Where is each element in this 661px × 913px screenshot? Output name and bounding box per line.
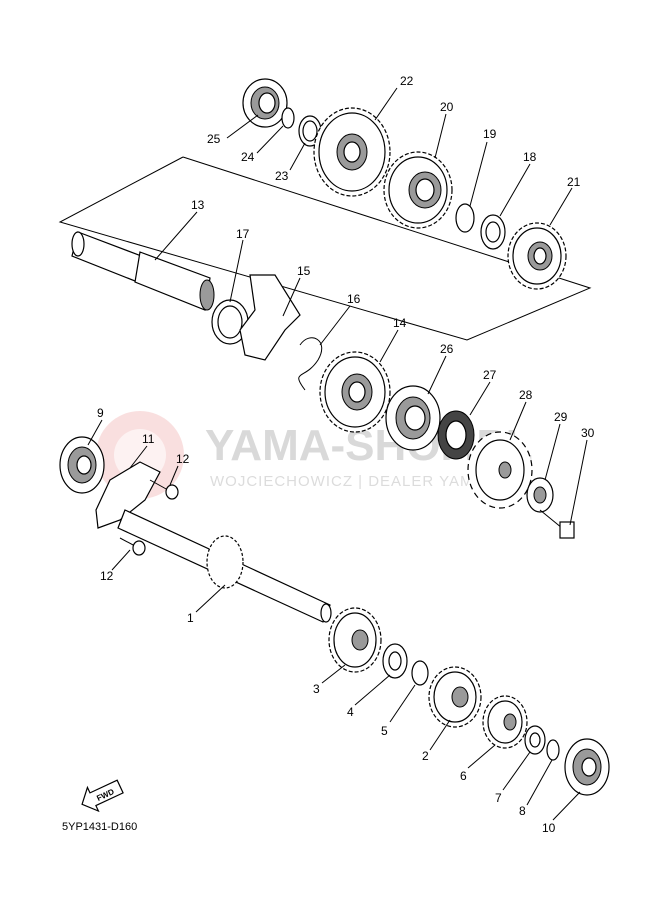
callout-14: 14: [393, 316, 407, 330]
callout-18: 18: [523, 150, 537, 164]
callout-6: 6: [460, 769, 467, 783]
part-3-gear: [328, 607, 382, 673]
callout-26: 26: [440, 342, 454, 356]
callout-30: 30: [581, 426, 595, 440]
callout-25: 25: [207, 132, 221, 146]
callout-22: 22: [400, 74, 414, 88]
callout-9: 9: [97, 406, 104, 420]
part-25-bearing: [242, 78, 288, 128]
part-4-washer: [382, 643, 408, 679]
callout-16: 16: [347, 292, 361, 306]
part-6-gear: [482, 695, 528, 749]
callout-21: 21: [567, 175, 581, 189]
diagram-code: 5YP1431-D160: [62, 821, 137, 833]
part-21-gear: [507, 222, 567, 290]
callout-11: 11: [142, 432, 155, 446]
leader-lines: [87, 87, 588, 821]
part-12-screw-upper: [149, 479, 179, 500]
part-12-screw-lower: [119, 537, 146, 556]
part-29-lock-washer: [526, 477, 554, 513]
callout-5: 5: [381, 724, 388, 738]
part-9-bearing: [59, 436, 105, 494]
part-13-drive-axle: [71, 231, 215, 311]
part-17-washer: [211, 299, 249, 345]
callout-19: 19: [483, 127, 497, 141]
part-11-bearing-stopper: [95, 461, 161, 529]
callout-12-upper: 12: [176, 452, 190, 466]
callout-23: 23: [275, 169, 289, 183]
part-19-circlip: [455, 203, 475, 233]
part-24-circlip: [281, 107, 295, 129]
callout-4: 4: [347, 705, 354, 719]
callout-20: 20: [440, 100, 454, 114]
part-27-oil-seal: [437, 410, 475, 460]
callout-24: 24: [241, 150, 255, 164]
part-1-main-axle: [117, 509, 332, 623]
part-15-plate: [239, 274, 301, 361]
part-28-drive-sprocket: [467, 431, 533, 509]
part-22-gear: [313, 107, 391, 197]
callout-8: 8: [519, 804, 526, 818]
callout-1: 1: [187, 611, 194, 625]
watermark-subtitle: WOJCIECHOWICZ | DEALER YAMAHA: [210, 473, 507, 490]
callout-7: 7: [495, 791, 502, 805]
part-16-spring: [298, 337, 323, 391]
callout-28: 28: [519, 388, 533, 402]
callout-27: 27: [483, 368, 497, 382]
callout-17: 17: [236, 227, 250, 241]
part-30-bolt: [539, 509, 575, 539]
callout-12-lower: 12: [100, 569, 114, 583]
part-23-washer: [298, 115, 322, 147]
part-7-washer: [524, 725, 546, 755]
part-10-bearing: [564, 738, 610, 796]
callout-15: 15: [297, 264, 311, 278]
part-20-gear: [383, 151, 453, 229]
callout-3: 3: [313, 682, 320, 696]
callout-2: 2: [422, 749, 429, 763]
callout-29: 29: [554, 410, 568, 424]
callout-10: 10: [542, 821, 556, 835]
fwd-arrow-icon: FWD: [81, 779, 124, 813]
drive-axle-outline: [58, 156, 592, 341]
part-14-gear: [319, 351, 391, 433]
part-8-circlip: [546, 739, 560, 761]
part-18-lock-washer: [480, 214, 506, 250]
callouts: 22 20 19 18 21 25 24 23 13 17 15 16 14 2…: [97, 74, 595, 835]
part-5-circlip: [411, 660, 429, 686]
part-2-gear: [428, 666, 482, 728]
callout-13: 13: [191, 198, 205, 212]
part-26-bearing: [385, 385, 441, 451]
